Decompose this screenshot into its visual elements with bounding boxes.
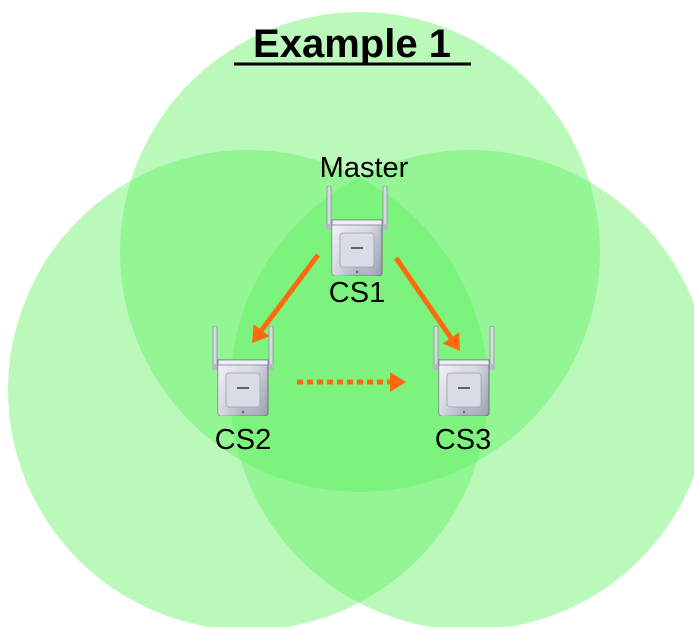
arrow-shaft	[393, 256, 453, 340]
station-label-cs1: CS1	[329, 277, 385, 309]
arrow-icon	[390, 372, 406, 392]
master-label: Master	[320, 152, 409, 184]
link-cs1-cs3	[393, 256, 460, 351]
links-layer	[252, 253, 460, 392]
arrow-icon	[252, 324, 270, 343]
station-label-cs2: CS2	[215, 424, 271, 456]
arrow-shaft	[259, 253, 321, 332]
arrow-icon	[442, 332, 460, 351]
link-cs2-cs3	[297, 372, 406, 392]
diagram-title: Example 1	[253, 22, 451, 66]
link-cs1-cs2	[252, 253, 321, 343]
station-cs1: CS1	[325, 186, 389, 309]
station-cs3: CS3	[432, 326, 496, 456]
station-label-cs3: CS3	[435, 424, 491, 456]
station-cs2: CS2	[211, 326, 275, 456]
coverage-areas	[8, 12, 694, 627]
